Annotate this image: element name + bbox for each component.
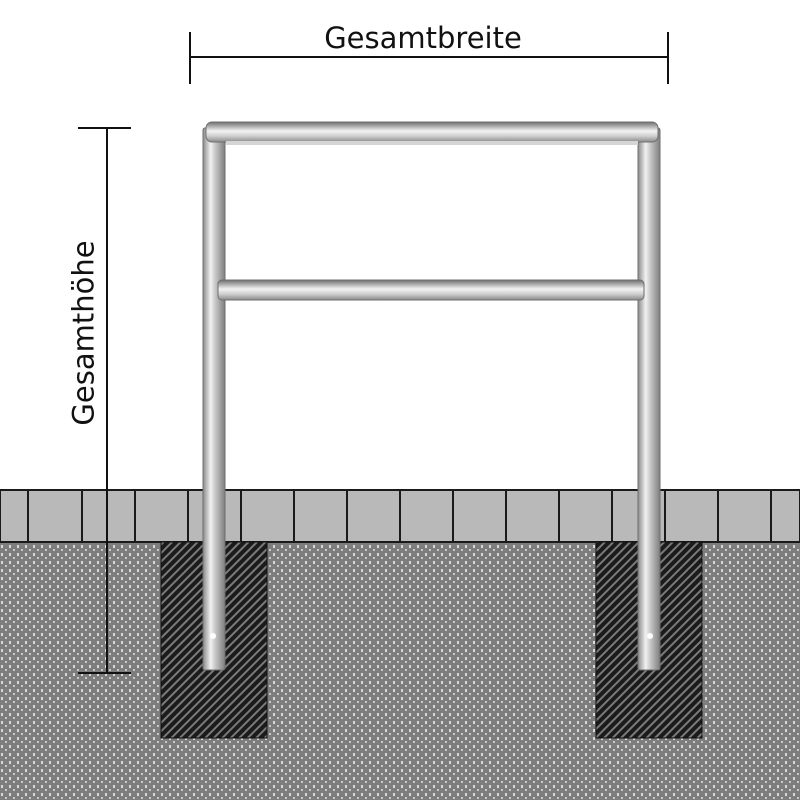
width-dimension-label: Gesamtbreite — [324, 21, 522, 55]
middle-rail — [217, 279, 645, 301]
right-post — [637, 127, 661, 671]
paving-curb — [0, 489, 800, 543]
height-dimension-label: Gesamthöhe — [66, 240, 101, 426]
left-post-hole — [210, 633, 216, 639]
height-dimension-line — [78, 127, 131, 674]
top-rail — [205, 121, 659, 145]
right-post-hole — [647, 633, 653, 639]
left-post — [202, 127, 226, 671]
width-dimension-line — [189, 32, 669, 84]
